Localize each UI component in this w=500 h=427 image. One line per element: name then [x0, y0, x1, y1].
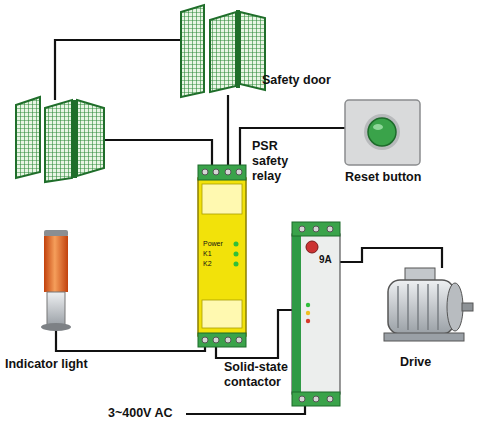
contactor-body: [292, 234, 340, 394]
relay-body: [198, 178, 246, 336]
status-led: [306, 311, 310, 315]
terminal-block: [292, 392, 340, 406]
light-cap: [44, 230, 68, 237]
supply-label: 3~400V AC: [108, 406, 173, 420]
current-rating: 9A: [319, 254, 332, 265]
led-label: K2: [203, 260, 212, 267]
door-panel: [45, 100, 72, 182]
setting-dial: [306, 241, 318, 253]
contactor-strip: [292, 236, 301, 392]
terminal-screw: [202, 337, 208, 343]
component-label: Safety door: [262, 73, 342, 88]
terminal-screw: [313, 396, 319, 402]
terminal-screw: [236, 337, 242, 343]
motor-end-cover: [447, 283, 463, 331]
component-label: Indicator light: [5, 357, 125, 372]
door-wire: [104, 140, 212, 166]
cooling-fins: [398, 284, 438, 330]
button-cap: [368, 118, 396, 146]
terminal-screw: [327, 226, 333, 232]
wire-connector: [340, 248, 442, 268]
safety-door: Safety door: [180, 5, 266, 98]
terminal-block: [198, 165, 246, 180]
component-label: Solid-state contactor: [224, 360, 288, 390]
solid-state-contactor: Solid-state contactor: [292, 222, 340, 406]
terminal-screw: [327, 396, 333, 402]
component-label: Reset button: [345, 170, 455, 185]
indicator-light: Indicator light: [38, 230, 74, 330]
terminal-legend: [202, 300, 242, 328]
supply-wire: [186, 405, 305, 414]
motor-shaft: [462, 303, 473, 311]
motor-feet: [384, 333, 464, 341]
door-panel: [210, 12, 236, 92]
status-led: [234, 242, 239, 247]
status-led: [234, 262, 239, 267]
terminal-legend: [202, 184, 242, 214]
button-collar: [364, 114, 400, 150]
connector-group: [56, 95, 442, 358]
terminal-screw: [202, 169, 208, 175]
wire-connector: [56, 330, 205, 351]
door-panel: [16, 97, 40, 178]
door-panel: [77, 100, 104, 176]
status-led: [306, 319, 310, 323]
terminal-screw: [213, 337, 219, 343]
button-housing: [345, 100, 420, 165]
motor-body: [388, 280, 454, 334]
terminal-screw: [299, 396, 305, 402]
door-post: [72, 100, 77, 178]
status-led: [306, 303, 310, 307]
terminal-screw: [225, 169, 231, 175]
wire-connector: [227, 95, 229, 165]
light-foot: [41, 323, 71, 331]
terminal-screw: [299, 226, 305, 232]
door-panel: [240, 12, 265, 90]
reset-button: Reset button: [345, 100, 420, 165]
terminal-screw: [236, 169, 242, 175]
led-label: K1: [203, 250, 212, 257]
component-label: Drive: [400, 355, 460, 370]
terminal-block: [198, 333, 246, 347]
terminal-screw: [213, 169, 219, 175]
drive-motor: Drive: [372, 262, 474, 347]
status-led: [234, 252, 239, 257]
light-lens: [44, 236, 68, 292]
button-highlight: [373, 124, 383, 130]
component-label: PSR safety relay: [252, 139, 302, 184]
door-panel: [181, 5, 204, 97]
terminal-screw: [225, 337, 231, 343]
door-post: [236, 10, 240, 88]
led-label: Power: [203, 240, 223, 247]
light-pole: [47, 292, 65, 326]
terminal-block: [292, 222, 340, 236]
door-wire: [55, 40, 180, 100]
terminal-screw: [313, 226, 319, 232]
